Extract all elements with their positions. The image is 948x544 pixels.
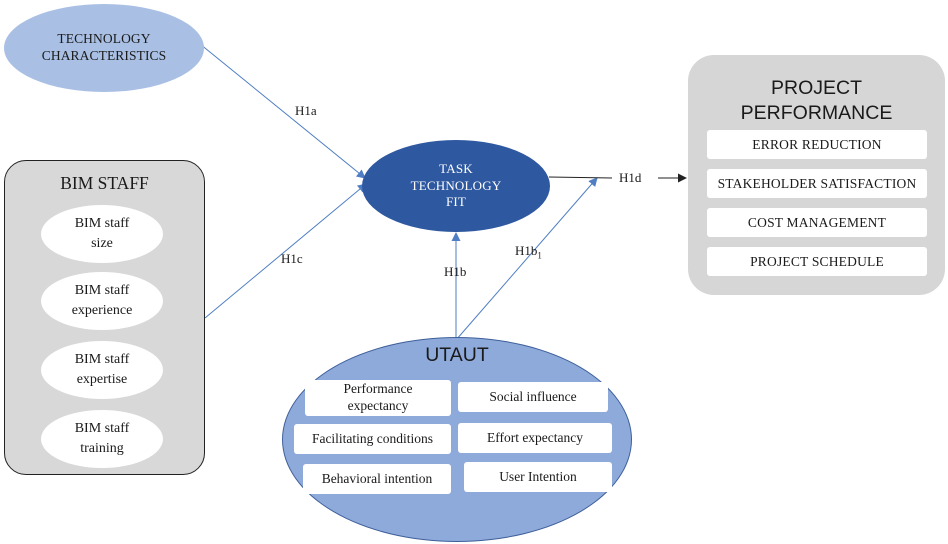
effort-expectancy-item: Effort expectancy	[458, 423, 612, 453]
h1b1-label: H1b1	[515, 243, 542, 261]
bim-staff-experience-line1: BIM staff	[74, 283, 130, 299]
error-reduction-item: ERROR REDUCTION	[707, 130, 927, 159]
h1a-label: H1a	[295, 103, 317, 118]
h1b-label: H1b	[444, 264, 467, 279]
technology-characteristics-line2: CHARACTERISTICS	[41, 48, 167, 63]
behavioral-intention-item: Behavioral intention	[303, 464, 451, 494]
bim-staff-group: BIM STAFF BIM staff size BIM staff exper…	[4, 160, 205, 475]
ttf-line2: TECHNOLOGY	[410, 177, 502, 193]
bim-staff-training-line1: BIM staff	[74, 421, 130, 437]
task-technology-fit-node: TASK TECHNOLOGY FIT	[362, 140, 550, 232]
utaut-group: UTAUT Performance expectancy Social infl…	[282, 337, 632, 542]
technology-characteristics-node: TECHNOLOGY CHARACTERISTICS	[4, 4, 204, 92]
project-performance-title-line2: PERFORMANCE	[740, 102, 893, 124]
bim-staff-size-line1: BIM staff	[74, 216, 130, 232]
h1b1-label-base: H1b	[515, 243, 538, 258]
h1b1-label-sub: 1	[537, 250, 542, 261]
bim-staff-expertise-line1: BIM staff	[74, 352, 130, 368]
bim-staff-experience-node: BIM staff experience	[41, 272, 163, 330]
bim-staff-training-node: BIM staff training	[41, 410, 163, 468]
h1d-line	[548, 176, 613, 179]
bim-staff-size-line2: size	[91, 236, 113, 251]
user-intention-item: User Intention	[464, 462, 612, 492]
performance-expectancy-line2: expectancy	[347, 398, 409, 413]
bim-staff-expertise-node: BIM staff expertise	[41, 341, 163, 399]
project-performance-group: PROJECT PERFORMANCE ERROR REDUCTION STAK…	[688, 55, 945, 295]
h1d-label: H1d	[619, 170, 642, 185]
facilitating-conditions-item: Facilitating conditions	[294, 424, 451, 454]
h1b1-arrow	[455, 177, 598, 341]
bim-staff-title: BIM STAFF	[60, 172, 149, 193]
project-schedule-item: PROJECT SCHEDULE	[707, 247, 927, 276]
project-performance-title: PROJECT PERFORMANCE	[688, 75, 945, 127]
h1c-label: H1c	[281, 251, 303, 266]
bim-staff-training-line2: training	[80, 441, 124, 456]
ttf-line1: TASK	[439, 160, 473, 176]
project-performance-title-line1: PROJECT	[770, 76, 862, 99]
stakeholder-satisfaction-item: STAKEHOLDER SATISFACTION	[707, 169, 927, 198]
cost-management-item: COST MANAGEMENT	[707, 208, 927, 237]
performance-expectancy-item: Performance expectancy	[305, 380, 451, 416]
technology-characteristics-line1: TECHNOLOGY	[57, 31, 151, 47]
social-influence-item: Social influence	[458, 382, 608, 412]
bim-staff-size-node: BIM staff size	[41, 205, 163, 263]
h1c-arrow	[204, 183, 367, 319]
h1a-arrow	[199, 43, 366, 179]
bim-staff-expertise-line2: expertise	[76, 372, 128, 387]
ttf-line3: FIT	[445, 194, 467, 210]
utaut-title: UTAUT	[425, 343, 489, 366]
bim-staff-experience-line2: experience	[71, 303, 133, 318]
performance-expectancy-line1: Performance	[343, 381, 413, 397]
